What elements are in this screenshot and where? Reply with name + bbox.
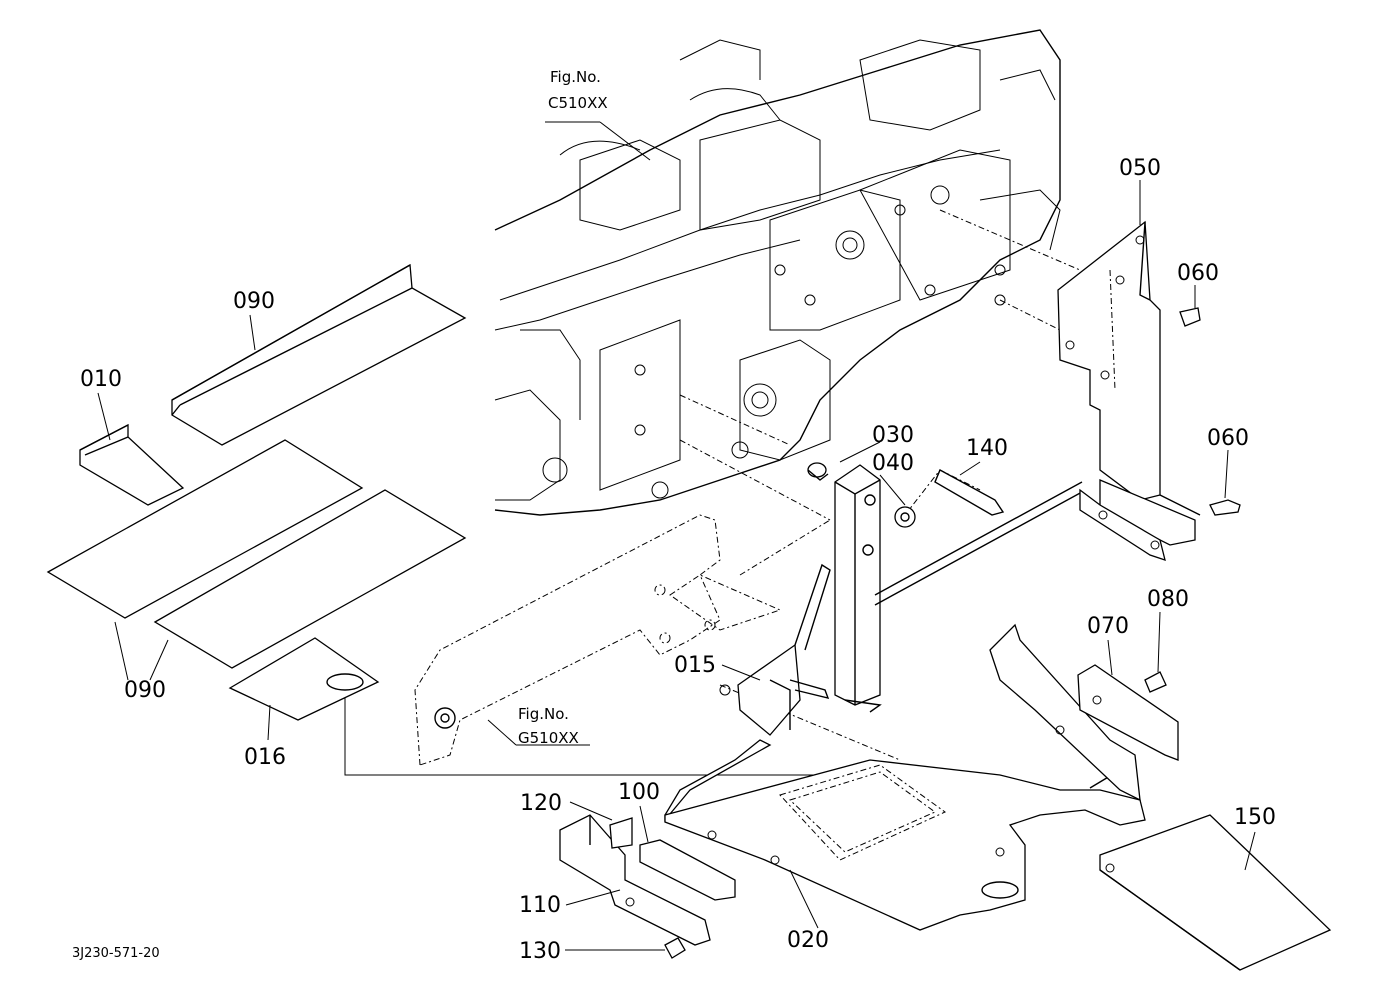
callout-060-top: 060 bbox=[1177, 261, 1219, 286]
fasteners bbox=[664, 307, 1241, 959]
part-020-floor-plate bbox=[664, 739, 1146, 931]
callout-050: 050 bbox=[1119, 156, 1161, 181]
callout-150: 150 bbox=[1234, 805, 1276, 830]
part-060-bolt-top bbox=[1179, 307, 1201, 327]
callout-090-bottom: 090 bbox=[124, 678, 166, 703]
part-050-bracket bbox=[1057, 220, 1161, 501]
callout-060-bottom: 060 bbox=[1207, 426, 1249, 451]
figure-ref-label: Fig.No. bbox=[550, 68, 601, 86]
part-070-cover bbox=[989, 623, 1179, 802]
lower-bracket bbox=[1079, 479, 1201, 561]
figure-ref-code: G510XX bbox=[518, 729, 579, 747]
callout-090-top: 090 bbox=[233, 289, 275, 314]
callout-110: 110 bbox=[519, 893, 561, 918]
callout-140: 140 bbox=[966, 436, 1008, 461]
part-030-collar bbox=[807, 462, 829, 481]
part-040-washer bbox=[894, 506, 916, 528]
callout-080: 080 bbox=[1147, 587, 1189, 612]
part-080-bolt bbox=[1144, 671, 1167, 693]
callout-120: 120 bbox=[520, 791, 562, 816]
parts-100-110-120 bbox=[559, 814, 736, 946]
part-015-bracket bbox=[719, 563, 831, 736]
figure-ref-code: C510XX bbox=[548, 94, 608, 112]
figure-ref-label: Fig.No. bbox=[518, 705, 569, 723]
callout-030: 030 bbox=[872, 423, 914, 448]
figure-reference-c510xx: Fig.No. C510XX bbox=[548, 68, 608, 112]
callout-070: 070 bbox=[1087, 614, 1129, 639]
callout-010: 010 bbox=[80, 367, 122, 392]
part-140-bolt bbox=[934, 469, 1005, 516]
part-060-bolt-bottom bbox=[1209, 499, 1241, 516]
part-016-plate bbox=[228, 637, 380, 721]
part-150-step bbox=[1099, 814, 1332, 971]
drawing-code: 3J230-571-20 bbox=[72, 946, 160, 961]
support-post bbox=[834, 464, 882, 713]
callout-130: 130 bbox=[519, 939, 561, 964]
part-010-angle bbox=[79, 423, 185, 506]
callout-100: 100 bbox=[618, 780, 660, 805]
callout-040: 040 bbox=[872, 451, 914, 476]
figure-reference-g510xx: Fig.No. G510XX bbox=[518, 705, 579, 747]
part-090-plates bbox=[46, 439, 467, 669]
part-130-bolt bbox=[664, 937, 686, 959]
frame-reference-outline bbox=[414, 514, 831, 766]
transmission-assembly bbox=[494, 29, 1061, 516]
callout-labels: 050 060 060 090 010 030 040 140 080 070 … bbox=[80, 156, 1276, 964]
callout-020: 020 bbox=[787, 928, 829, 953]
part-090-angle-top bbox=[171, 263, 467, 446]
long-rod bbox=[874, 481, 1083, 606]
leader-lines bbox=[97, 121, 1256, 951]
callout-016: 016 bbox=[244, 745, 286, 770]
callout-015: 015 bbox=[674, 653, 716, 678]
